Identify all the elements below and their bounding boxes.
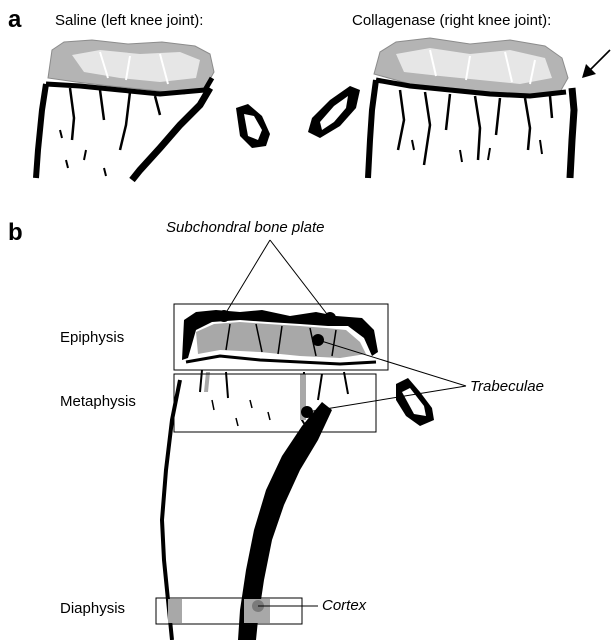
epiphysis-label: Epiphysis xyxy=(60,329,124,346)
diaphysis-label: Diaphysis xyxy=(60,600,125,617)
cortex-label: Cortex xyxy=(322,597,367,614)
collagenase-caption: Collagenase (right knee joint): xyxy=(352,12,551,29)
arrow-icon xyxy=(582,50,610,78)
collagenase-knee-section xyxy=(308,38,610,178)
saline-knee-section xyxy=(36,40,270,180)
panel-b-letter: b xyxy=(8,219,23,246)
tibia-schematic xyxy=(162,310,434,640)
metaphysis-label: Metaphysis xyxy=(60,393,136,410)
subchondral-label: Subchondral bone plate xyxy=(166,219,324,236)
saline-caption: Saline (left knee joint): xyxy=(55,12,203,29)
panel-a-letter: a xyxy=(8,6,22,33)
trabeculae-label: Trabeculae xyxy=(470,378,544,395)
